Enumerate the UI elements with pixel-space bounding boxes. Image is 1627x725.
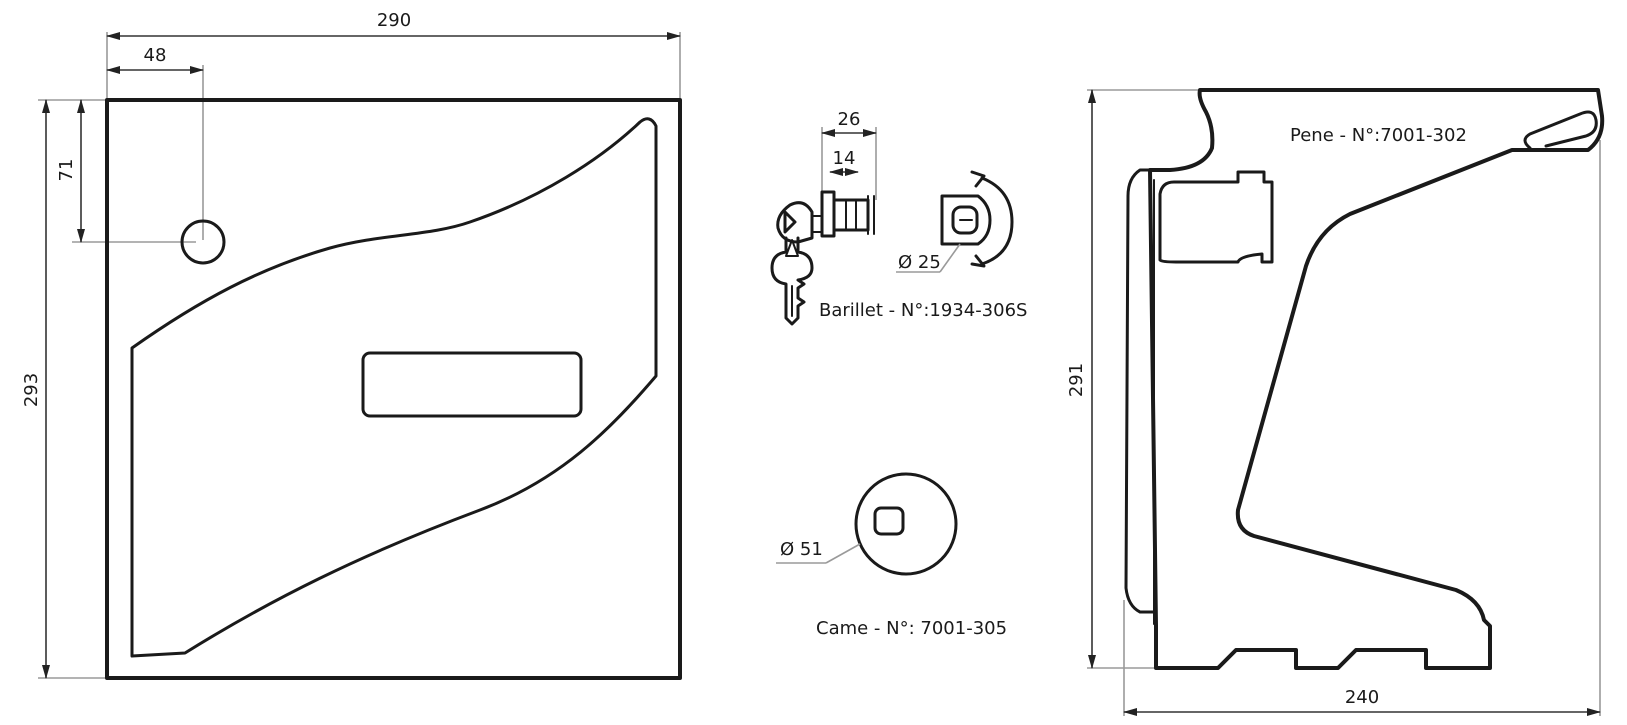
- bolt-upper-bracket: [1158, 170, 1274, 264]
- side-view: 291 240 Pene - N°:7001-302: [1066, 88, 1605, 716]
- height-dimension-label: 293: [21, 373, 42, 407]
- bolt-part-label: Pene - N°:7001-302: [1290, 125, 1467, 146]
- rotation-arrow-head-top: [970, 170, 986, 188]
- key-triangle-icon: [785, 239, 799, 257]
- side-depth-dim-label: 240: [1345, 687, 1379, 708]
- hole-offset-y-label: 71: [56, 159, 77, 182]
- barrel-flange: [820, 190, 836, 238]
- barrel-detail: 26 14 Barillet - N°:1934-306S Ø 25: [770, 109, 1027, 326]
- rotation-arrow-head-bottom: [970, 254, 986, 268]
- bolt-hook: [1523, 110, 1598, 150]
- cam-disc: [854, 472, 958, 576]
- bolt-body-outline: [1148, 88, 1605, 670]
- key-head: [776, 201, 814, 244]
- barrel-face: [940, 194, 992, 246]
- side-height-dim-label: 291: [1066, 363, 1087, 397]
- key-triangle-mark: [783, 210, 797, 234]
- lock-hole: [180, 219, 226, 265]
- letter-slot: [361, 351, 583, 418]
- barrel-body: [832, 198, 870, 232]
- keyway-outline: [951, 205, 979, 235]
- barrel-part-label: Barillet - N°:1934-306S: [819, 300, 1027, 321]
- front-view: 290 48 71 293: [21, 10, 682, 680]
- cam-detail: Ø 51 Came - N°: 7001-305: [776, 472, 1007, 639]
- width-dimension-label: 290: [377, 10, 411, 31]
- door-wave-panel: [130, 117, 658, 658]
- barrel-outer-dim-label: 26: [838, 109, 861, 130]
- hole-offset-x-label: 48: [144, 45, 167, 66]
- cam-square-hole: [873, 506, 905, 536]
- key: [770, 236, 814, 326]
- rotation-arrow-icon: [980, 176, 1014, 266]
- bolt-left-plate: [1124, 168, 1162, 614]
- barrel-inner-dim-label: 14: [833, 148, 856, 169]
- door-outline: [105, 98, 682, 680]
- cam-diameter-label: Ø 51: [780, 539, 823, 560]
- cam-part-label: Came - N°: 7001-305: [816, 618, 1007, 639]
- barrel-diameter-label: Ø 25: [898, 252, 941, 273]
